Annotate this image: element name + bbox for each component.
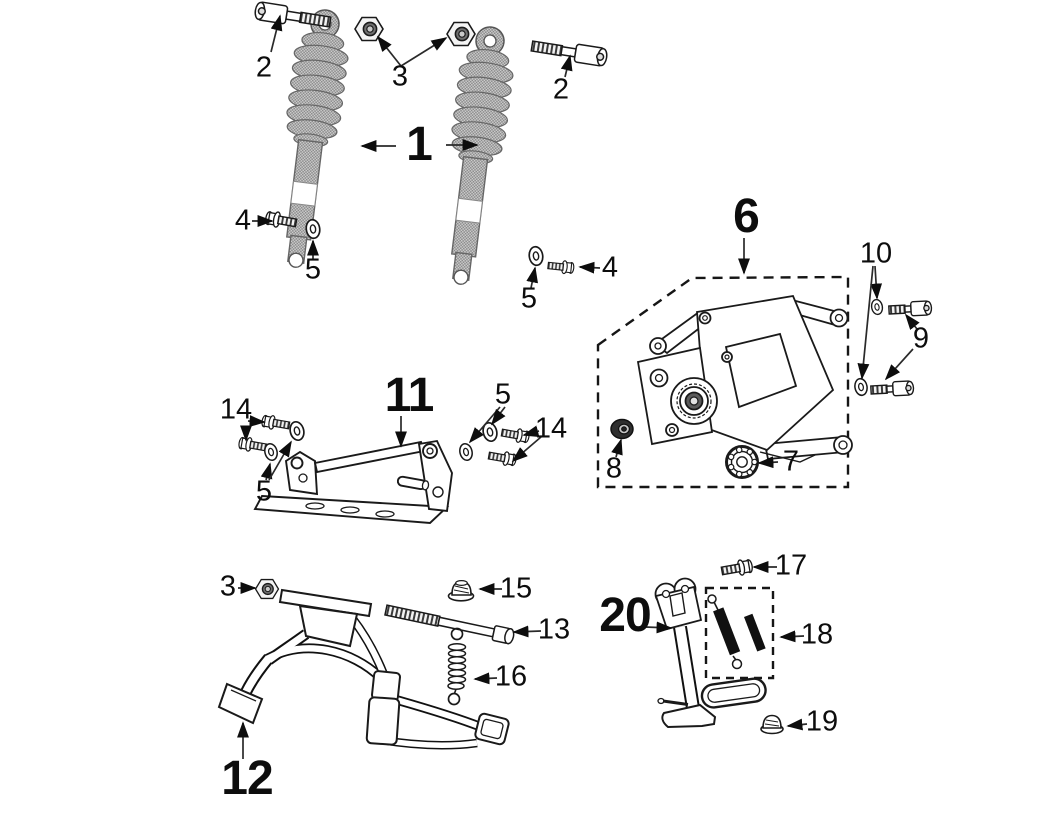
side-stand-bolt [719, 557, 755, 580]
bracket-washer-lower [852, 376, 870, 398]
support-bolt-left-2 [237, 435, 268, 455]
lower-bolt-right [546, 258, 575, 276]
side-stand-springs-drawing [707, 594, 766, 670]
callout-14-support-bolts-left: 14 [219, 393, 253, 426]
lower-washer-right [527, 245, 545, 267]
callout-7-bearing: 7 [782, 445, 800, 478]
callout-5-support-washers-left: 5 [255, 475, 273, 508]
stand-spring [447, 627, 467, 706]
callout-4-bolt-lower-right: 4 [601, 251, 619, 284]
callout-2-bolt-upper-left: 2 [255, 51, 273, 84]
callout-5-washer-lower-left: 5 [304, 253, 322, 286]
callout-4-bolt-lower-left: 4 [234, 204, 252, 237]
bearing [725, 445, 759, 479]
side-stand-pad [760, 714, 784, 735]
support-washer-right-2 [457, 441, 475, 463]
support-washer-left-1 [287, 419, 307, 443]
support-bolt-left-1 [260, 413, 291, 433]
stand-nut [254, 578, 280, 600]
callout-5-washer-lower-right: 5 [520, 282, 538, 315]
callout-15-stand-buffer: 15 [499, 572, 533, 605]
callout-3-nuts-upper: 3 [391, 60, 409, 93]
callout-6-bracket-assembly: 6 [733, 190, 760, 243]
stand-buffer [447, 579, 475, 602]
callout-14-support-bolts-right: 14 [534, 412, 568, 445]
support-bracket-drawing [253, 439, 453, 524]
lock-nut-right [446, 21, 476, 47]
callout-11-support-bracket: 11 [384, 369, 435, 422]
callout-8-bushing: 8 [605, 452, 623, 485]
center-stand-drawing [217, 588, 510, 750]
callout-18-side-stand-springs: 18 [800, 618, 834, 651]
dashed-boundary-bracket-assembly [596, 275, 850, 489]
callout-19-side-stand-pad: 19 [805, 705, 839, 738]
callout-20-side-stand: 20 [599, 589, 651, 642]
side-stand-drawing [654, 577, 767, 729]
bushing [610, 418, 634, 440]
callout-16-stand-spring: 16 [494, 660, 528, 693]
leader-arrows [237, 14, 920, 759]
bracket-bolt-lower [869, 380, 915, 398]
bracket-washer-upper [869, 298, 885, 316]
callout-12-center-stand: 12 [221, 752, 273, 805]
bracket-assembly-drawing [636, 294, 853, 463]
dashed-boundary-springs [704, 586, 775, 680]
callout-5-support-washers-right: 5 [494, 378, 512, 411]
callout-17-side-stand-bolt: 17 [774, 549, 808, 582]
callout-2-bolt-upper-right: 2 [552, 73, 570, 106]
callout-10-bracket-washers: 10 [859, 237, 893, 270]
callout-1-shock-assembly: 1 [406, 118, 433, 171]
callout-13-stand-bolt: 13 [537, 613, 571, 646]
bracket-bolt-upper [887, 300, 933, 318]
stand-bolt [384, 604, 515, 645]
support-bolt-right-2 [487, 448, 518, 468]
callout-3-stand-nut: 3 [219, 570, 237, 603]
shock-absorber-right [432, 23, 520, 289]
callout-9-bracket-bolts: 9 [912, 322, 930, 355]
